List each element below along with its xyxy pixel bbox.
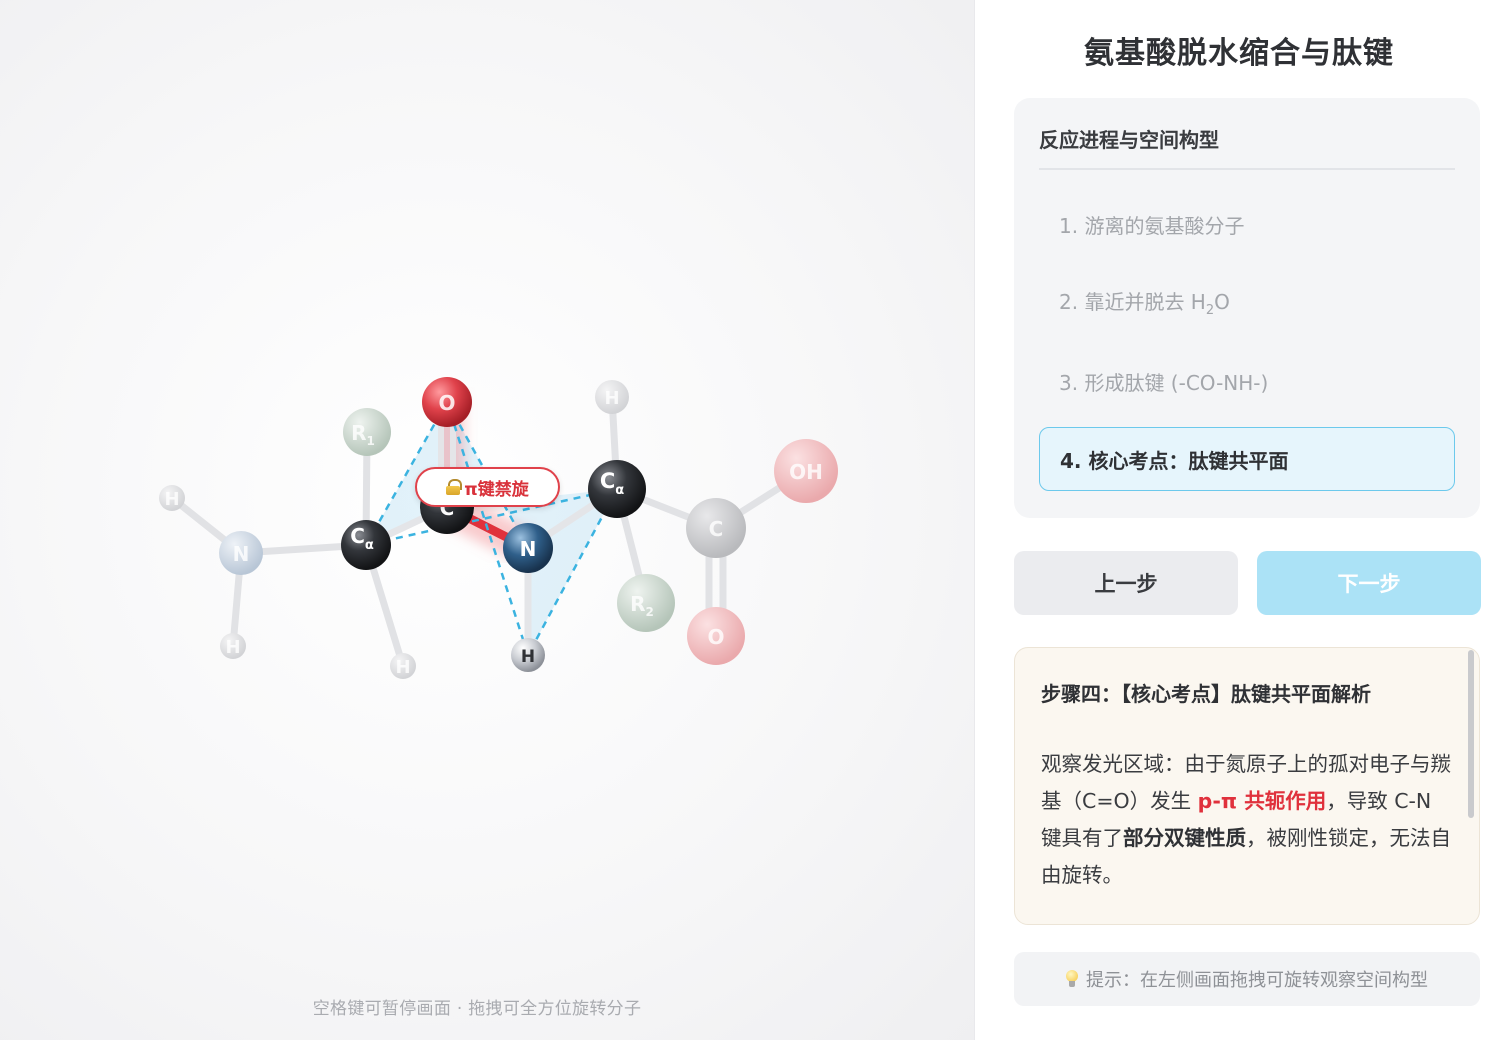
label-h-top: H xyxy=(604,388,619,409)
explanation-title: 步骤四：【核心考点】肽键共平面解析 xyxy=(1041,682,1371,706)
step-label: 1. 游离的氨基酸分子 xyxy=(1059,213,1245,238)
label-o-carbonyl: O xyxy=(438,391,455,415)
steps-divider xyxy=(1039,168,1455,170)
step-item-1[interactable]: 1. 游离的氨基酸分子 xyxy=(1039,192,1455,256)
label-h-left: H xyxy=(164,489,179,510)
atom-hydrogen-amide xyxy=(511,638,545,672)
label-h-amide: H xyxy=(521,647,535,667)
highlight-conjugation: p-π 共轭作用 xyxy=(1197,789,1327,813)
label-n-amide: N xyxy=(520,537,537,561)
pi-bond-lock-badge: π键禁旋 xyxy=(415,467,560,507)
label-calpha-2: Cα xyxy=(600,469,624,498)
page-title: 氨基酸脱水缩合与肽键 xyxy=(1084,36,1394,71)
steps-card: 反应进程与空间构型 1. 游离的氨基酸分子 2. 靠近并脱去 H2O 3. 形成… xyxy=(1014,98,1480,518)
tip-bar: 提示：在左侧画面拖拽可旋转观察空间构型 xyxy=(1014,952,1480,1006)
explanation-box[interactable]: 步骤四：【核心考点】肽键共平面解析 观察发光区域：由于氮原子上的孤对电子与羰基（… xyxy=(1014,647,1480,925)
step-item-4-active[interactable]: 4. 核心考点：肽键共平面 xyxy=(1039,427,1455,491)
tip-text: 提示：在左侧画面拖拽可旋转观察空间构型 xyxy=(1086,970,1428,991)
peptide-plane xyxy=(366,402,617,655)
label-calpha-1: Cα xyxy=(350,524,374,553)
label-r1: R1 xyxy=(351,421,375,448)
label-h-bottom-left: H xyxy=(225,637,240,658)
emphasis-partial-double-bond: 部分双键性质 xyxy=(1123,826,1246,850)
atom-calpha-1 xyxy=(341,520,391,570)
next-step-button[interactable]: 下一步 xyxy=(1257,551,1481,615)
molecule-canvas[interactable]: H N H R1 H H R2 C OH O O C Cα Cα N H π键禁… xyxy=(0,0,974,1040)
label-c-terminal: C xyxy=(709,517,724,541)
step-item-2[interactable]: 2. 靠近并脱去 H2O xyxy=(1039,270,1455,334)
step-label: 3. 形成肽键 (-CO-NH-) xyxy=(1059,370,1269,395)
step-label: 2. 靠近并脱去 H2O xyxy=(1059,290,1230,318)
background-atoms xyxy=(159,380,838,679)
atom-calpha-2 xyxy=(588,460,646,518)
steps-heading: 反应进程与空间构型 xyxy=(1039,128,1219,152)
atom-nitrogen-amide xyxy=(503,523,553,573)
lightbulb-icon xyxy=(1066,970,1078,988)
canvas-hint: 空格键可暂停画面 · 拖拽可全方位旋转分子 xyxy=(312,999,642,1019)
lock-icon xyxy=(446,479,463,495)
atom-oxygen-carbonyl xyxy=(422,377,472,427)
label-r2: R2 xyxy=(630,592,654,619)
explanation-text: 观察发光区域：由于氮原子上的孤对电子与羰基（C=O）发生 p-π 共轭作用，导致… xyxy=(1041,752,1451,887)
label-n1: N xyxy=(233,542,250,566)
step-item-3[interactable]: 3. 形成肽键 (-CO-NH-) xyxy=(1039,349,1455,413)
side-panel: 氨基酸脱水缩合与肽键 反应进程与空间构型 1. 游离的氨基酸分子 2. 靠近并脱… xyxy=(974,0,1502,1040)
prev-step-button[interactable]: 上一步 xyxy=(1014,551,1238,615)
peptide-molecule-3d[interactable]: H N H R1 H H R2 C OH O O C Cα Cα N H xyxy=(0,0,974,1040)
pi-badge-label: π键禁旋 xyxy=(464,479,529,500)
label-h-calpha1: H xyxy=(395,657,410,678)
label-oh-terminal: OH xyxy=(789,460,823,484)
label-o-terminal: O xyxy=(707,625,724,649)
explanation-scrollbar[interactable] xyxy=(1468,650,1474,818)
step-label: 4. 核心考点：肽键共平面 xyxy=(1060,448,1289,473)
